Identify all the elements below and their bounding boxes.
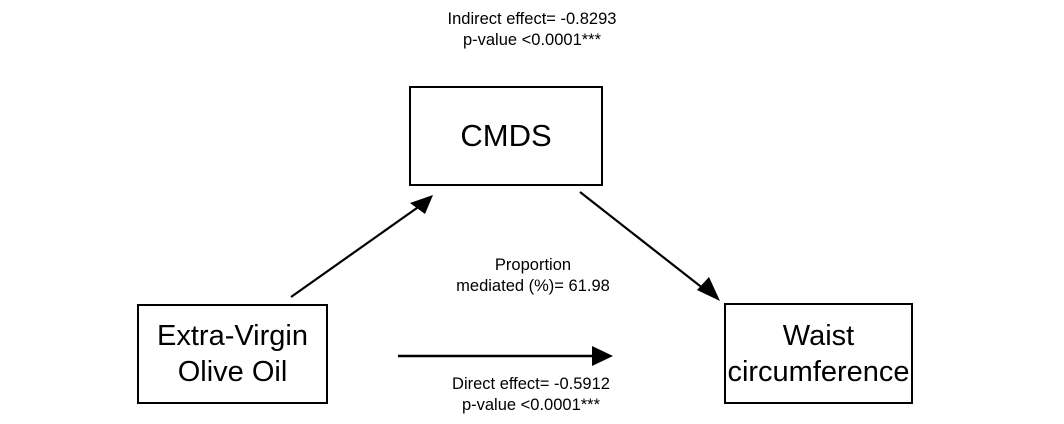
node-cmds: CMDS xyxy=(409,86,603,186)
arrowhead-right xyxy=(592,346,613,366)
arrowhead-up-right xyxy=(410,195,433,214)
edge-mediator-to-outcome xyxy=(579,191,720,301)
label-proportion-mediated: Proportion mediated (%)= 61.98 xyxy=(456,256,610,295)
node-waist-circumference: Waist circumference xyxy=(724,303,913,404)
edge-exposure-to-outcome xyxy=(398,346,613,366)
edge-exposure-to-mediator xyxy=(290,195,433,298)
label-indirect-effect: Indirect effect= -0.8293 p-value <0.0001… xyxy=(447,10,617,49)
arrowhead-down-right xyxy=(697,277,720,301)
node-extra-virgin-olive-oil: Extra-Virgin Olive Oil xyxy=(137,304,328,404)
label-direct-effect: Direct effect= -0.5912 p-value <0.0001**… xyxy=(452,375,610,414)
